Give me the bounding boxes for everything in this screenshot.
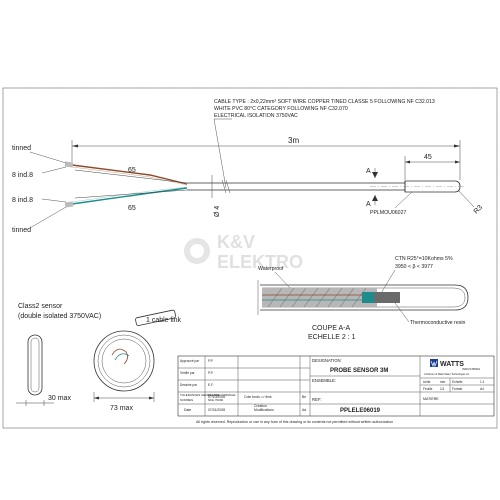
svg-text:NFE 70000: NFE 70000: [208, 398, 224, 402]
cable-assembly: A A: [64, 161, 466, 208]
coupe-line1: COUPE A-A: [312, 325, 350, 332]
svg-text:Création: Création: [254, 404, 267, 408]
thermistor-element: [362, 292, 374, 303]
brand-name: WATTS: [440, 361, 464, 368]
svg-text:Date: Date: [184, 408, 191, 412]
section-mark-bottom: A: [366, 201, 371, 208]
dim-radius: R3: [457, 189, 484, 215]
dim-r3: R3: [473, 204, 484, 215]
brand-sub: INDUSTRIES: [462, 367, 480, 371]
tinned-end-bottom: [64, 201, 74, 208]
length-break: [221, 179, 231, 194]
dim-65-bottom: 65: [128, 205, 136, 212]
dim-45: 45: [404, 154, 460, 180]
coil-views: Class2 sensor (double isolated 3750VAC) …: [16, 303, 182, 412]
spec-line-2: WHITE PVC 80°C CATEGORY FOLLOWING NF C32…: [214, 106, 348, 112]
thermo-resin-label: Thermoconductive resin: [410, 320, 465, 326]
svg-text:Dessiné par: Dessiné par: [180, 383, 198, 387]
dim-73max: 73 max: [110, 405, 133, 412]
section-mark-top: A: [366, 168, 371, 175]
title-block: Approuvé par Vérifié par Dessiné par TOL…: [177, 355, 495, 417]
spec-line-1: CABLE TYPE : 2x0,22mm² SOFT WIRE COPPER …: [214, 99, 435, 105]
watermark-line2: ELEKTRO: [217, 252, 303, 272]
ctn-line1: CTN R25°=10Kohms 5%: [395, 256, 453, 262]
part-ref-label: PPLMOU06027: [370, 210, 406, 216]
thermistor-spec: CTN R25°=10Kohms 5% 3950 < β < 3977: [379, 256, 453, 296]
svg-text:REF:: REF:: [312, 397, 322, 402]
svg-text:Unite: Unite: [423, 380, 431, 384]
svg-text:CLASSE NORMALE: CLASSE NORMALE: [208, 393, 236, 397]
svg-text:1:1: 1:1: [480, 380, 485, 384]
dim-65: 65 65: [74, 167, 188, 212]
svg-text:MATIERE: MATIERE: [423, 397, 439, 401]
designation-value: PROBE SENSOR 3M: [330, 368, 388, 374]
label-tinned-top: tinned: [12, 145, 31, 152]
tinned-end-top: [64, 161, 74, 168]
svg-text:P.P.: P.P.: [208, 371, 213, 375]
waterproof-label: Waterproof: [258, 266, 284, 272]
dim-diameter: Ø 4: [211, 175, 221, 217]
svg-text:Approuvé par: Approuvé par: [180, 359, 200, 363]
brand-tag: A Division of Watts Water Technologies I…: [424, 373, 470, 376]
dim-dia4: Ø 4: [214, 206, 221, 217]
watermark: K&V ELEKTRO: [184, 232, 303, 272]
ctn-line2: 3950 < β < 3977: [395, 264, 433, 270]
dim-30max: 30 max: [48, 395, 71, 402]
svg-text:Vérifié par: Vérifié par: [180, 371, 195, 375]
cable-link: [135, 309, 176, 326]
label-8ind-bottom: 8 ind.8: [12, 197, 33, 204]
svg-text:Echelle: Echelle: [452, 380, 463, 384]
spec-leader: [213, 118, 227, 189]
cable-link-label: 1 cable link: [146, 317, 182, 324]
watts-logo: WATTS INDUSTRIES A Division of Watts Wat…: [424, 359, 480, 376]
cable-spec: CABLE TYPE : 2x0,22mm² SOFT WIRE COPPER …: [213, 99, 435, 189]
dim-45-label: 45: [424, 154, 432, 161]
coil-front-view: [93, 330, 155, 392]
spec-line-3: ELECTRICAL ISOLATION 3750VAC: [214, 113, 298, 119]
svg-text:Aa: Aa: [302, 408, 306, 412]
dim-3m: 3m: [288, 136, 299, 145]
svg-text:E.F.: E.F.: [208, 383, 214, 387]
svg-text:Feuille: Feuille: [423, 387, 433, 391]
svg-text:ENSEMBLE:: ENSEMBLE:: [312, 378, 336, 383]
watermark-line1: K&V: [217, 232, 255, 252]
wire-end-labels: tinned 8 ind.8 8 ind.8 tinned: [12, 145, 67, 234]
class2-line2: (double isolated 3750VAC): [18, 313, 101, 320]
svg-text:A4: A4: [480, 387, 484, 391]
svg-text:Format: Format: [452, 387, 462, 391]
svg-text:Be: Be: [302, 395, 306, 399]
sensor-body: [374, 292, 400, 303]
svg-text:TOLERANCES GENERALES: TOLERANCES GENERALES: [180, 393, 219, 397]
label-8ind-top: 8 ind.8: [12, 172, 33, 179]
section-view: Waterproof COUPE A-A ECHELLE 2 : 1 Therm…: [257, 266, 469, 341]
footer-rights: All rights reserved. Reproduction or use…: [196, 420, 393, 424]
svg-text:07/10/2008: 07/10/2008: [208, 395, 225, 399]
svg-text:P.P.: P.P.: [208, 359, 213, 363]
svg-text:07/01/2008: 07/01/2008: [208, 408, 225, 412]
dim-65-top: 65: [128, 167, 136, 174]
svg-text:DESIGNATION:: DESIGNATION:: [312, 358, 342, 363]
svg-text:Modifications: Modifications: [254, 408, 274, 412]
coupe-line2: ECHELLE 2 : 1: [308, 334, 356, 341]
svg-text:mm: mm: [440, 380, 446, 384]
svg-text:Cote bruts => finis: Cote bruts => finis: [244, 395, 272, 399]
label-tinned-bottom: tinned: [12, 227, 31, 234]
wire-brown: [71, 164, 188, 185]
dim-length: 3m: [71, 136, 461, 180]
svg-text:NORMES: NORMES: [180, 398, 193, 402]
wire-teal: [71, 187, 188, 205]
part-ref: PPLMOU06027: [370, 191, 413, 216]
resin-fill: [262, 288, 377, 307]
class2-line1: Class2 sensor: [18, 303, 63, 310]
ref-value: PPLELE06019: [340, 408, 381, 414]
svg-text:1/1: 1/1: [440, 387, 445, 391]
coil-side-view: [27, 334, 43, 396]
